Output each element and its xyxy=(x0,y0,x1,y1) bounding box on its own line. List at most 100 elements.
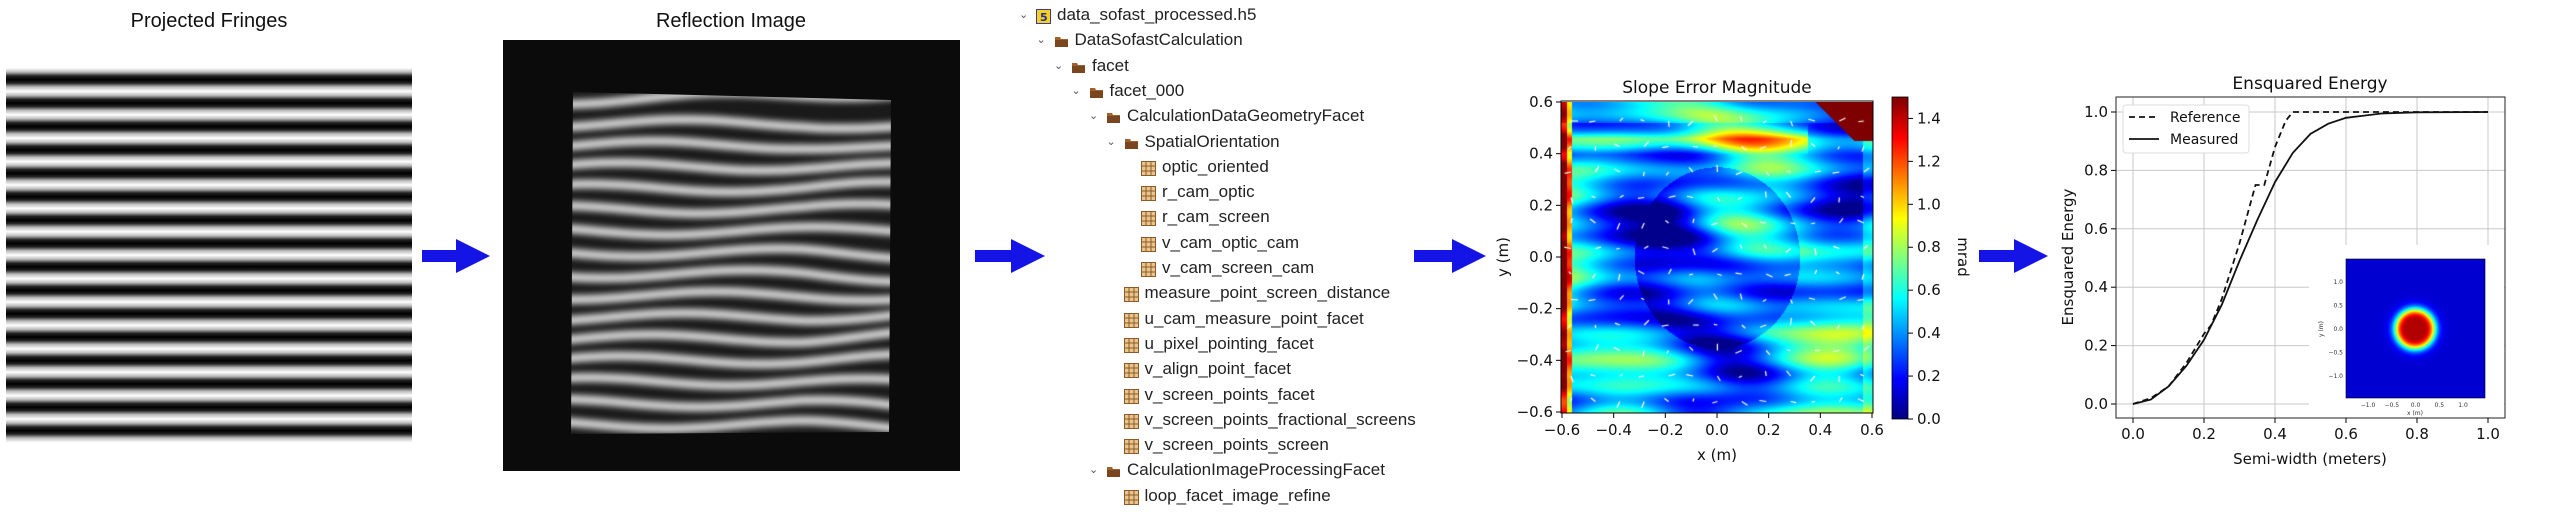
tree-item[interactable]: ⌄CalculationDataGeometryFacet xyxy=(0,104,1420,128)
colorbar-frame xyxy=(1891,96,1909,420)
y-tick-label: 0.0 xyxy=(2084,395,2108,413)
x-tick-label: 0.0 xyxy=(1705,421,1729,439)
chevron-down-icon[interactable]: ⌄ xyxy=(1089,110,1099,123)
y-tick-label: 0.6 xyxy=(1529,93,1553,111)
inset-x-tick-label: 0.5 xyxy=(2434,402,2444,409)
x-axis-label: Semi-width (meters) xyxy=(2233,450,2387,468)
folder-icon xyxy=(1071,58,1086,73)
inset-y-tick-label: 1.0 xyxy=(2333,279,2343,286)
tree-item[interactable]: v_align_point_facet xyxy=(0,357,1420,381)
tree-item[interactable]: r_cam_screen xyxy=(0,205,1420,229)
inset-spot-heatmap xyxy=(2346,259,2485,398)
inset-y-tick-label: 0.5 xyxy=(2333,303,2343,310)
tree-item-label: v_cam_optic_cam xyxy=(1162,232,1300,252)
tree-item-label: SpatialOrientation xyxy=(1144,131,1280,151)
tree-item[interactable]: ⌄ facet_000 xyxy=(0,79,1420,103)
plot-frame xyxy=(2115,96,2506,419)
dataset-icon xyxy=(1123,387,1139,404)
dataset-icon xyxy=(1141,260,1156,277)
tree-item[interactable]: measure_point_screen_distance xyxy=(0,281,1420,305)
folder-icon xyxy=(1054,32,1069,48)
tree-item[interactable]: ⌄facet xyxy=(0,54,1420,78)
colorbar-tick-label: 0.0 xyxy=(1917,410,1941,428)
folder-icon xyxy=(1106,462,1121,478)
tree-item[interactable]: ⌄ CalculationImageProcessingFacet xyxy=(0,458,1420,482)
inset-x-tick-label: −0.5 xyxy=(2384,402,2399,409)
svg-text:5: 5 xyxy=(1040,11,1048,24)
reflection-fringe-bands xyxy=(571,92,891,434)
chevron-down-icon[interactable]: ⌄ xyxy=(1036,34,1046,47)
x-tick-label: 0.2 xyxy=(2192,425,2216,443)
chevron-down-icon[interactable]: ⌄ xyxy=(1106,135,1116,148)
folder-icon xyxy=(1106,108,1121,124)
folder-icon xyxy=(1089,83,1104,98)
tree-item[interactable]: ⌄DataSofastCalculation xyxy=(0,28,1420,52)
projected-fringes-image xyxy=(6,68,412,443)
tree-item[interactable]: v_screen_points_fractional_screens xyxy=(0,408,1420,432)
tree-item-label: facet_000 xyxy=(1109,80,1185,100)
slope-error-heatmap xyxy=(1561,102,1873,413)
inset-frame xyxy=(2345,258,2486,399)
reflection-image-title: Reflection Image xyxy=(655,10,807,32)
chevron-down-icon[interactable]: ⌄ xyxy=(1089,464,1099,477)
y-tick-label: 0.8 xyxy=(2084,161,2108,179)
y-axis-label: y (m) xyxy=(1494,237,1512,277)
inset-x-tick-label: 1.0 xyxy=(2458,402,2468,409)
projected-fringes-title: Projected Fringes xyxy=(130,10,288,32)
colorbar-tick-label: 1.2 xyxy=(1917,152,1941,170)
tree-item-label: CalculationImageProcessingFacet xyxy=(1127,460,1385,480)
colorbar xyxy=(1892,97,1908,419)
tree-item[interactable]: v_cam_screen_cam xyxy=(0,256,1420,280)
chevron-down-icon[interactable]: ⌄ xyxy=(1071,84,1081,97)
x-tick-label: −0.4 xyxy=(1595,421,1631,439)
series-line-measured xyxy=(2132,111,2489,405)
dataset-icon xyxy=(1123,336,1139,353)
colorbar-tick-label: 0.2 xyxy=(1917,367,1941,385)
x-axis-label: x (m) xyxy=(1697,446,1737,464)
y-tick-label: −0.6 xyxy=(1517,403,1553,421)
tree-item-label: v_align_point_facet xyxy=(1144,359,1292,379)
x-tick-label: −0.6 xyxy=(1544,421,1580,439)
colorbar-label: mrad xyxy=(1954,237,1972,277)
x-tick-label: 0.2 xyxy=(1757,421,1781,439)
dataset-icon xyxy=(1141,235,1156,252)
dataset-icon xyxy=(1123,412,1139,429)
inset-y-tick-label: −1.0 xyxy=(2328,373,2343,380)
y-axis-label: Ensquared Energy xyxy=(2059,188,2077,325)
chevron-down-icon[interactable]: ⌄ xyxy=(1054,59,1064,72)
tree-item[interactable]: v_cam_optic_cam xyxy=(0,231,1420,255)
tree-item[interactable]: ⌄ 5 data_sofast_processed.h5 xyxy=(0,3,1420,27)
x-tick-label: 0.6 xyxy=(2334,425,2358,443)
tree-item[interactable]: v_screen_points_facet xyxy=(0,383,1420,407)
tree-item[interactable]: r_cam_optic xyxy=(0,180,1420,204)
tree-item-label: v_screen_points_fractional_screens xyxy=(1144,409,1416,429)
legend-label: Measured xyxy=(2170,132,2238,148)
y-tick-label: 0.6 xyxy=(2084,220,2108,238)
chevron-down-icon[interactable]: ⌄ xyxy=(1019,9,1029,21)
tree-item-label: r_cam_screen xyxy=(1162,207,1270,227)
x-tick-label: 1.0 xyxy=(2476,425,2500,443)
tree-item[interactable]: u_pixel_pointing_facet xyxy=(0,332,1420,356)
tree-item[interactable]: ⌄ SpatialOrientation xyxy=(0,130,1420,154)
tree-item[interactable]: v_screen_points_screen xyxy=(0,433,1420,457)
tree-item-label: loop_facet_image_refine xyxy=(1144,485,1331,505)
tree-item[interactable]: loop_facet_image_refine xyxy=(0,484,1420,508)
tree-item[interactable]: u_cam_measure_point_facet xyxy=(0,307,1420,331)
dataset-icon xyxy=(1123,311,1139,328)
inset-y-tick-label: 0.0 xyxy=(2333,326,2343,333)
dataset-icon xyxy=(1123,285,1139,303)
dataset-icon xyxy=(1141,159,1156,176)
tree-item-label: v_screen_points_facet xyxy=(1144,384,1315,404)
colorbar-tick-label: 0.8 xyxy=(1917,238,1941,256)
dataset-icon xyxy=(1123,437,1139,455)
series-line-reference xyxy=(2132,111,2488,405)
tree-item-label: data_sofast_processed.h5 xyxy=(1057,5,1257,24)
colorbar-tick-label: 1.4 xyxy=(1917,109,1941,127)
chart-title: Slope Error Magnitude xyxy=(1622,78,1811,98)
y-tick-label: 0.4 xyxy=(1529,145,1553,163)
tree-item[interactable]: optic_oriented xyxy=(0,155,1420,179)
hdf5-file-icon: 5 xyxy=(1036,7,1051,24)
y-tick-label: 1.0 xyxy=(2084,103,2108,121)
folder-icon xyxy=(1124,134,1139,149)
